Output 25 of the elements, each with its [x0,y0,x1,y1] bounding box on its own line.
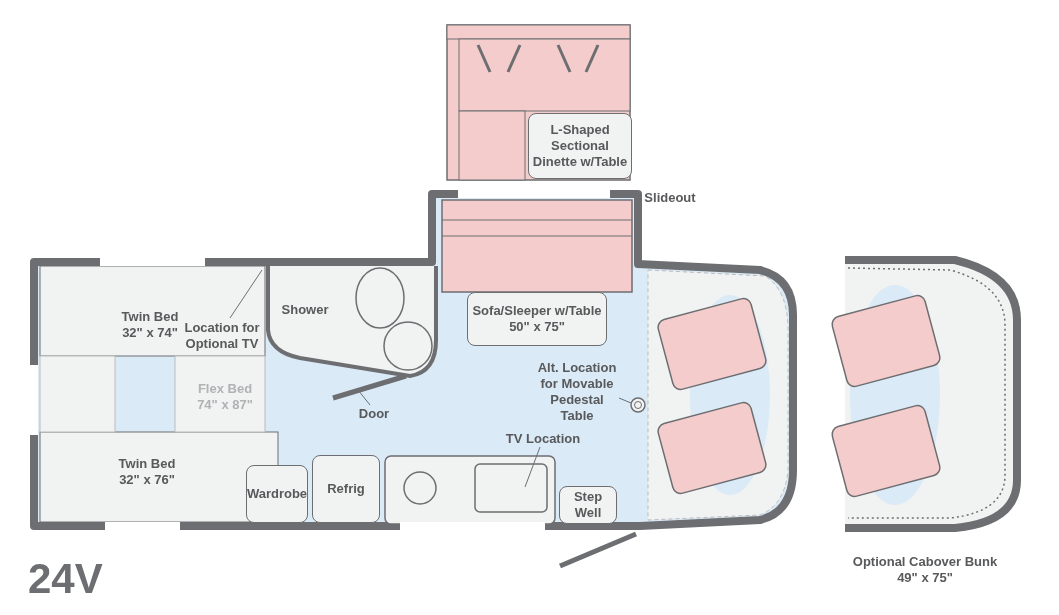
bunk-size: 49" x 75" [896,570,954,586]
leader-line [229,269,263,319]
bed-size: 32" x 76" [119,472,175,488]
shower-stall: Shower [276,298,334,322]
callout-text: Location for Optional TV [180,318,264,354]
sofa-size: 50" x 75" [509,319,565,335]
step-well-box: Step Well [559,486,617,524]
leader-line [357,389,371,406]
wardrobe-box: Wardrobe [246,465,308,523]
bed-name: Twin Bed [121,309,179,325]
bed-size: 32" x 74" [122,325,178,341]
callout-text: Alt. Location for Movable Pedestal Table [536,358,618,426]
callout-text: Door [356,405,392,422]
leader-line [618,397,632,404]
pedestal-table-icon [630,397,646,413]
leader-line [524,446,541,488]
flex-bed-label: Flex Bed 74" x 87" [196,381,254,413]
refrigerator-box: Refrig [312,455,380,523]
model-name: 24V [28,555,104,603]
sofa-name: Sofa/Sleeper w/Table [472,303,602,319]
slideout-label: Slideout [643,190,697,206]
dinette-table-box: L-Shaped Sectional Dinette w/Table [528,113,632,179]
bunk-caption: Optional Cabover Bunk [851,554,999,570]
bed-name: Twin Bed [118,456,176,472]
callout-text: TV Location [505,430,581,447]
